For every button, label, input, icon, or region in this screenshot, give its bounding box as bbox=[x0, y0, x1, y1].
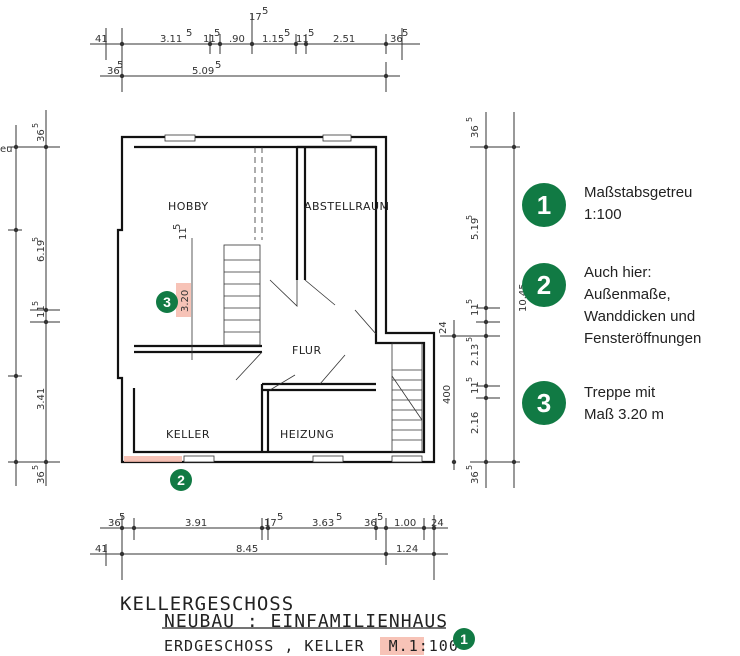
dim-left-619: 6.19 bbox=[36, 240, 47, 262]
dim-top-11b: 11 bbox=[296, 34, 309, 45]
dim-left-36: 36 bbox=[36, 129, 47, 142]
dim-top-11b-sup: 5 bbox=[308, 28, 314, 39]
right-dimension-chains: 36 5 5.19 5 10.45 11 5 24 2.13 5 11 5 40… bbox=[438, 112, 529, 488]
dim-left-619-sup: 5 bbox=[31, 237, 40, 242]
dim-left-11-sup: 5 bbox=[31, 301, 40, 306]
title-kellergeschoss: KELLERGESCHOSS bbox=[120, 593, 295, 615]
bottom-dimension-chains: 36 5 3.91 17 5 3.63 5 36 5 1.00 24 41 8.… bbox=[90, 512, 448, 580]
dim-bottom-36b: 36 bbox=[364, 518, 377, 529]
stair-dim-top-sup: 5 bbox=[172, 224, 183, 230]
room-label-hobby: HOBBY bbox=[168, 200, 209, 213]
dim-left-36-sup: 5 bbox=[31, 123, 40, 128]
badge-1-scale: 1 bbox=[453, 628, 475, 650]
dim-right-36b: 36 bbox=[470, 471, 481, 484]
dim-top-11a: 11 bbox=[203, 34, 216, 45]
top-dimension-chains: 41 3.11 5 11 5 .90 1.15 5 11 5 2.51 36 5… bbox=[90, 6, 420, 92]
dim-bottom-363-sup: 5 bbox=[336, 512, 342, 523]
dim-right-11b: 11 bbox=[470, 381, 481, 394]
legend-text-2: Auch hier: Außenmaße, Wanddicken und Fen… bbox=[584, 264, 702, 347]
dim-top2-36-sup: 5 bbox=[117, 60, 123, 71]
dim-right-519-sup: 5 bbox=[465, 215, 474, 220]
dim-bottom-36a-sup: 5 bbox=[119, 512, 125, 523]
dim-left-36b: 36 bbox=[36, 471, 47, 484]
dim-bottom-36b-sup: 5 bbox=[377, 512, 383, 523]
stair-dimension-label: 3.20 bbox=[180, 290, 191, 312]
dim-bottom-391: 3.91 bbox=[185, 518, 207, 529]
floor-plan: HOBBY ABSTELLRAUM FLUR KELLER HEIZUNG 3.… bbox=[116, 134, 436, 464]
dim-bottom2-845: 8.45 bbox=[236, 544, 258, 555]
dim-bottom-363: 3.63 bbox=[312, 518, 334, 529]
badge-3-stair: 3 bbox=[156, 291, 178, 313]
left-cut-label: eu bbox=[0, 144, 13, 155]
dim-top-41: 41 bbox=[95, 34, 108, 45]
dim-right-11a: 11 bbox=[470, 303, 481, 316]
dim-top-115-sup: 5 bbox=[284, 28, 290, 39]
dim-top-251: 2.51 bbox=[333, 34, 355, 45]
dim-right-11a-sup: 5 bbox=[465, 299, 474, 304]
dim-top-115: 1.15 bbox=[262, 34, 284, 45]
legend-text-3: Treppe mit Maß 3.20 m bbox=[584, 384, 665, 423]
dim-right-216: 2.16 bbox=[470, 412, 481, 434]
scale-prefix: M. bbox=[388, 637, 409, 655]
dim-right-36-sup: 5 bbox=[465, 117, 474, 122]
dim-left-11: 11 bbox=[36, 305, 47, 318]
dim-right-36b-sup: 5 bbox=[465, 465, 474, 470]
room-label-keller: KELLER bbox=[166, 428, 210, 441]
title-neubau: NEUBAU : EINFAMILIENHAUS bbox=[164, 611, 449, 632]
dim-bottom2-124: 1.24 bbox=[396, 544, 418, 555]
dim-top-36-sup: 5 bbox=[402, 28, 408, 39]
badge-2-wall: 2 bbox=[170, 469, 192, 491]
legend-badge-3: 3 bbox=[522, 381, 566, 425]
dim-left-341: 3.41 bbox=[36, 388, 47, 410]
dim-left-36b-sup: 5 bbox=[31, 465, 40, 470]
dim-bottom-24: 24 bbox=[431, 518, 444, 529]
dim-top-90: .90 bbox=[229, 34, 245, 45]
dim-right-36: 36 bbox=[470, 125, 481, 138]
dim-top2-36: 36 bbox=[107, 66, 120, 77]
wall-thickness-highlight bbox=[124, 456, 182, 462]
stair-dim-top: 11 bbox=[178, 227, 189, 240]
left-dimension-chain: eu 36 5 6.19 5 11 5 3.41 36 5 bbox=[0, 110, 60, 486]
room-label-heizung: HEIZUNG bbox=[280, 428, 334, 441]
dim-top2-509: 5.09 bbox=[192, 66, 214, 77]
staircase bbox=[191, 238, 261, 360]
dim-top-311-sup: 5 bbox=[186, 28, 192, 39]
dim-right-11b-sup: 5 bbox=[465, 377, 474, 382]
dim-top-17-sup: 5 bbox=[262, 6, 268, 17]
dim-top-311: 3.11 bbox=[160, 34, 182, 45]
dim-top-36: 36 bbox=[390, 34, 403, 45]
dim-top-11a-sup: 5 bbox=[214, 28, 220, 39]
dim-bottom-100: 1.00 bbox=[394, 518, 416, 529]
scale-value: 1:100 bbox=[408, 637, 459, 655]
dim-right-213-sup: 5 bbox=[465, 337, 474, 342]
legend-badge-2: 2 bbox=[522, 263, 566, 307]
dim-bottom2-41: 41 bbox=[95, 544, 108, 555]
dim-bottom-36a: 36 bbox=[108, 518, 121, 529]
room-label-abstellraum: ABSTELLRAUM bbox=[304, 200, 390, 213]
stair-dimension-highlight bbox=[176, 283, 191, 317]
dim-top-17: 17 bbox=[249, 12, 262, 23]
dim-right-1045: 10.45 bbox=[518, 283, 529, 312]
dim-right-400: 400 bbox=[442, 385, 453, 404]
dim-top2-509-sup: 5 bbox=[215, 60, 221, 71]
legend-text-1: Maßstabsgetreu 1:100 bbox=[584, 184, 693, 223]
title-erdgeschoss: ERDGESCHOSS , KELLER bbox=[164, 637, 365, 655]
staircase-right bbox=[391, 342, 423, 453]
legend-badge-1: 1 bbox=[522, 183, 566, 227]
title-erdgeschoss-line: ERDGESCHOSS , KELLER M.1:100 bbox=[164, 637, 459, 655]
dim-bottom-17-sup: 5 bbox=[277, 512, 283, 523]
dim-right-213: 2.13 bbox=[470, 344, 481, 366]
dim-right-24: 24 bbox=[438, 321, 449, 334]
dim-bottom-17: 17 bbox=[264, 518, 277, 529]
dim-right-519: 5.19 bbox=[470, 218, 481, 240]
room-label-flur: FLUR bbox=[292, 344, 322, 357]
scale-highlight bbox=[380, 637, 424, 655]
